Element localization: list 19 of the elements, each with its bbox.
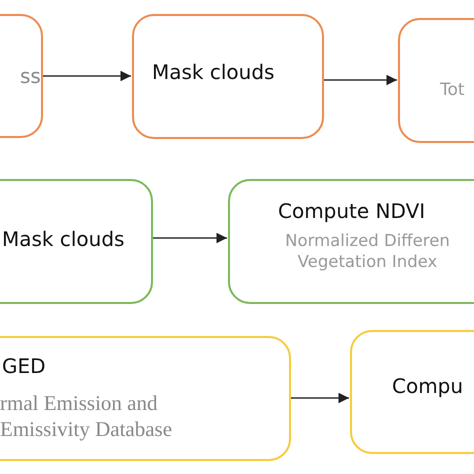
step-description: rmal Emission and Emissivity Database [0,390,174,442]
step-label: Tot [440,80,465,102]
arrow [43,70,131,82]
process-box [0,179,153,304]
step-label: Compute NDVI [278,199,426,224]
process-box [132,14,324,139]
step-label: Compu [392,374,464,399]
arrow [291,392,349,404]
process-box [228,179,474,304]
step-description: Normalized Differen Vegetation Index [284,231,451,272]
process-box [0,336,291,461]
process-box [350,330,474,454]
step-label: ss [20,64,41,89]
arrow [324,74,397,86]
process-box [398,18,474,143]
arrow [153,232,227,244]
step-label: Mask clouds [2,227,124,252]
step-label: Mask clouds [152,60,274,85]
step-label: GED [2,354,46,379]
